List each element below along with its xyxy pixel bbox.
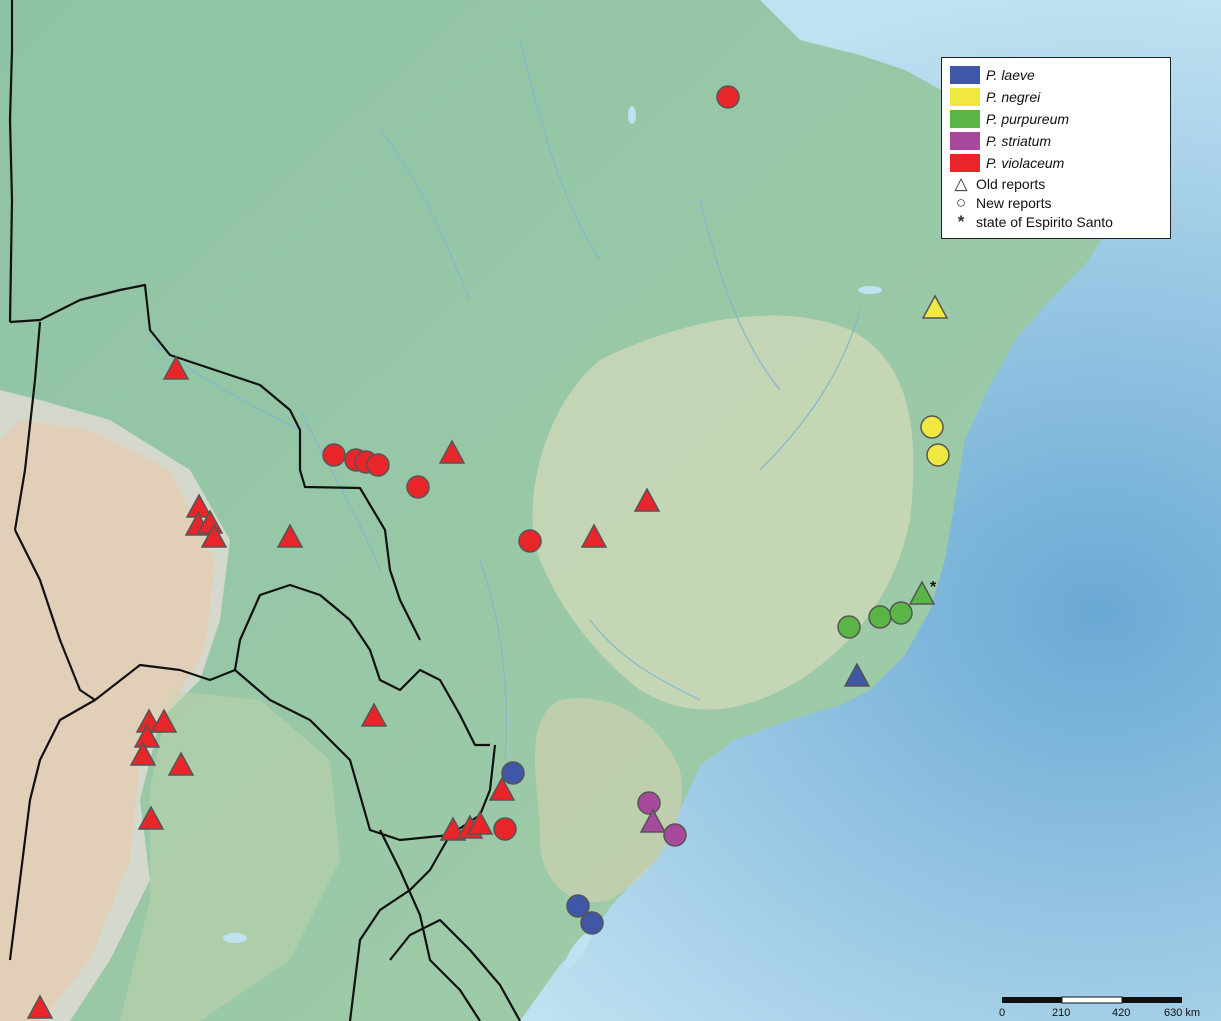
lake	[628, 106, 636, 124]
legend-species-item: P. laeve	[950, 64, 1162, 86]
legend-species-label: P. purpureum	[986, 111, 1070, 127]
legend-species-label: P. striatum	[986, 133, 1052, 149]
legend-species-item: P. negrei	[950, 86, 1162, 108]
violaceum-old-report-marker	[137, 805, 165, 830]
striatum-old-report-marker	[639, 808, 667, 833]
circle-outline-icon: ○	[955, 192, 967, 212]
violaceum-old-report-marker	[167, 751, 195, 776]
legend-old-reports-label: Old reports	[976, 175, 1046, 192]
legend-swatch	[950, 154, 980, 172]
lake	[223, 933, 247, 943]
lake	[858, 286, 882, 294]
legend-species-label: P. violaceum	[986, 155, 1065, 171]
legend-asterisk-label: state of Espirito Santo	[976, 213, 1113, 230]
andes-ridges	[0, 420, 215, 1021]
legend-swatch	[950, 132, 980, 150]
violaceum-new-report-marker	[716, 85, 740, 109]
purpureum-new-report-marker	[837, 615, 861, 639]
violaceum-new-report-marker	[366, 453, 390, 477]
violaceum-old-report-marker	[200, 523, 228, 548]
negrei-new-report-marker	[920, 415, 944, 439]
espirito-santo-asterisk: *	[930, 579, 937, 596]
violaceum-old-report-marker	[129, 741, 157, 766]
legend-swatch	[950, 88, 980, 106]
negrei-old-report-marker	[921, 294, 949, 319]
legend-species-label: P. negrei	[986, 89, 1041, 105]
legend-species-item: P. violaceum	[950, 152, 1162, 174]
triangle-outline-icon: △	[954, 173, 968, 193]
violaceum-old-report-marker	[439, 816, 467, 841]
violaceum-new-report-marker	[518, 529, 542, 553]
purpureum-new-report-marker	[889, 601, 913, 625]
violaceum-new-report-marker	[406, 475, 430, 499]
violaceum-old-report-marker	[133, 723, 161, 748]
violaceum-old-report-marker	[633, 487, 661, 512]
laeve-new-report-marker	[580, 911, 604, 935]
scale-tick-2: 420	[1112, 1007, 1131, 1019]
lagoon	[564, 931, 592, 969]
scale-tick-0: 0	[999, 1007, 1006, 1019]
southern-plateau	[535, 698, 682, 902]
legend-asterisk: * state of Espirito Santo	[950, 212, 1162, 231]
violaceum-new-report-marker	[493, 817, 517, 841]
legend-species-item: P. purpureum	[950, 108, 1162, 130]
violaceum-old-report-marker	[360, 702, 388, 727]
rivers	[149, 39, 861, 761]
violaceum-old-report-marker	[466, 810, 494, 835]
violaceum-old-report-marker	[438, 439, 466, 464]
asterisk-icon: *	[957, 211, 965, 231]
violaceum-old-report-marker	[150, 708, 178, 733]
purpureum-new-report-marker	[868, 605, 892, 629]
violaceum-old-report-marker	[580, 523, 608, 548]
map-legend: P. laeve P. negrei P. purpureum P. striatum…	[941, 57, 1171, 239]
laeve-new-report-marker	[501, 761, 525, 785]
purpureum-old-report-marker	[908, 580, 936, 605]
violaceum-old-report-marker	[276, 523, 304, 548]
violaceum-old-report-marker	[488, 776, 516, 801]
scale-bar-graphic	[1002, 996, 1182, 1004]
laeve-new-report-marker	[566, 894, 590, 918]
laeve-old-report-marker	[843, 662, 871, 687]
legend-old-reports: △ Old reports	[950, 174, 1162, 193]
negrei-new-report-marker	[926, 443, 950, 467]
brazilian-highlands	[532, 315, 914, 710]
violaceum-old-report-marker	[162, 355, 190, 380]
legend-new-reports-label: New reports	[976, 194, 1052, 211]
legend-swatch	[950, 66, 980, 84]
scale-tick-1: 210	[1052, 1007, 1071, 1019]
scale-bar: 0 210 420 630 km	[992, 995, 1200, 1019]
legend-new-reports: ○ New reports	[950, 193, 1162, 212]
legend-species-label: P. laeve	[986, 67, 1035, 83]
legend-swatch	[950, 110, 980, 128]
violaceum-new-report-marker	[322, 443, 346, 467]
legend-species-item: P. striatum	[950, 130, 1162, 152]
country-borders	[8, 0, 521, 1021]
striatum-new-report-marker	[637, 791, 661, 815]
striatum-new-report-marker	[663, 823, 687, 847]
scale-tick-3: 630 km	[1164, 1007, 1201, 1019]
violaceum-old-report-marker	[26, 994, 54, 1019]
